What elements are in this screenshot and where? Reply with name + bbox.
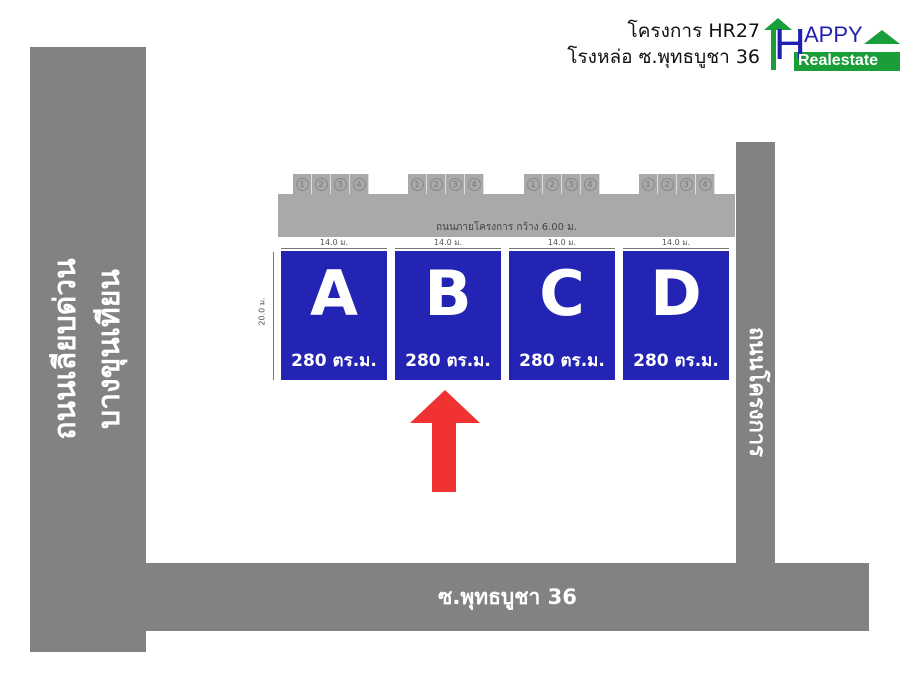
left-road: ถนนเลียบด่วน บางขุนเทียน	[30, 47, 146, 652]
parking-slot: 3	[446, 174, 465, 194]
parking-slot: 4	[350, 174, 369, 194]
lot-letter: D	[650, 257, 702, 330]
lot-area: 280 ตร.ม.	[519, 351, 605, 371]
lot-letter: B	[424, 257, 472, 330]
lot-width-label: 14.0 ม.	[281, 238, 387, 249]
parking-slot: 4	[696, 174, 715, 194]
logo: H APPY Realestate	[764, 16, 900, 72]
project-title: โครงการ HR27 โรงหล่อ ซ.พุทธบูชา 36	[567, 20, 760, 68]
parking-slot: 3	[331, 174, 350, 194]
parking-slot: 2	[427, 174, 446, 194]
logo-house-icon	[764, 18, 900, 71]
bottom-road: ซ.พุทธบูชา 36	[146, 563, 869, 631]
inner-road: ถนนภายโครงการ กว้าง 6.00 ม.	[278, 194, 735, 237]
red-arrow-icon	[410, 390, 480, 492]
lot-width-label: 14.0 ม.	[395, 238, 501, 249]
right-road: ถนนโครงการ	[736, 142, 775, 563]
parking-slot: 2	[312, 174, 331, 194]
parking-slot: 1	[293, 174, 312, 194]
parking-slot: 1	[524, 174, 543, 194]
parking-slot: 3	[677, 174, 696, 194]
parking-slot: 3	[562, 174, 581, 194]
lot-letter: C	[539, 257, 585, 330]
lot-area: 280 ตร.ม.	[405, 351, 491, 371]
parking-slot: 4	[465, 174, 484, 194]
lot-d[interactable]: D 280 ตร.ม.	[623, 251, 729, 380]
lot-c[interactable]: C 280 ตร.ม.	[509, 251, 615, 380]
parking-slot: 1	[408, 174, 427, 194]
parking-slot: 2	[658, 174, 677, 194]
lot-width-label: 14.0 ม.	[623, 238, 729, 249]
depth-dimension-line	[273, 252, 274, 380]
parking-slot: 1	[639, 174, 658, 194]
lot-b[interactable]: B 280 ตร.ม.	[395, 251, 501, 380]
lot-area: 280 ตร.ม.	[633, 351, 719, 371]
lot-a[interactable]: A 280 ตร.ม.	[281, 251, 387, 380]
parking-slot: 2	[543, 174, 562, 194]
lot-width-label: 14.0 ม.	[509, 238, 615, 249]
lot-depth-label: 20.0 ม.	[257, 297, 267, 326]
lot-letter: A	[310, 257, 358, 330]
lot-area: 280 ตร.ม.	[291, 351, 377, 371]
parking-slot: 4	[581, 174, 600, 194]
